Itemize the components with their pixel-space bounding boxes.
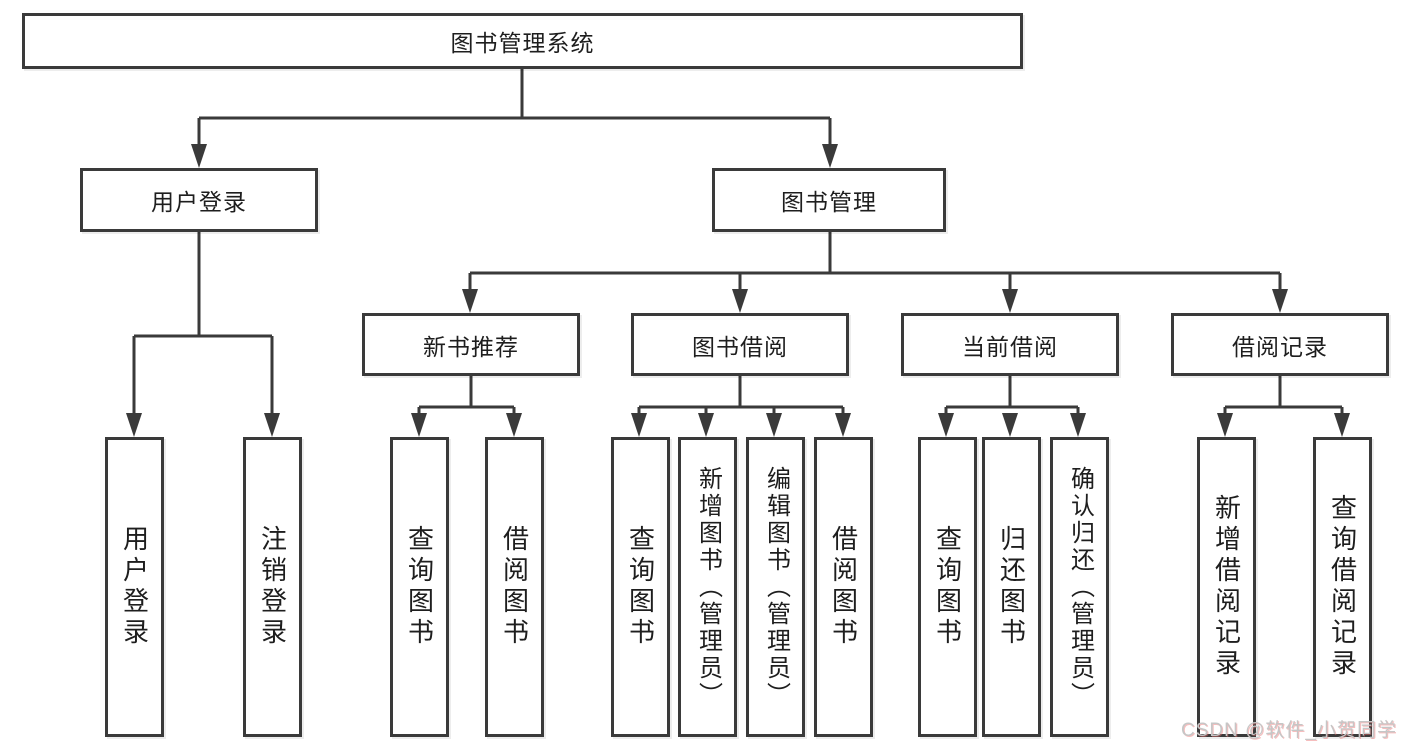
node-current-borrow: 当前借阅 [901,313,1119,376]
leaf-confirm-return-admin-label: 确认归还（管理员） [1066,465,1094,709]
leaf-add-book-admin-label: 新增图书（管理员） [694,465,722,709]
leaf-borrow-book-label: 借阅图书 [828,525,859,649]
leaf-borrow-book-recommend-label: 借阅图书 [499,525,530,649]
node-root-system: 图书管理系统 [22,13,1023,69]
leaf-logout: 注销登录 [243,437,302,737]
leaf-edit-book-admin-label: 编辑图书（管理员） [762,465,790,709]
leaf-query-borrow-record-label: 查询借阅记录 [1327,494,1358,680]
node-user-login-label: 用户登录 [151,189,247,215]
node-book-borrow: 图书借阅 [631,313,849,376]
node-book-borrow-label: 图书借阅 [692,333,788,360]
node-new-book-recommend-label: 新书推荐 [423,333,519,360]
leaf-query-book-current: 查询图书 [918,437,977,737]
leaf-logout-label: 注销登录 [257,525,288,649]
node-book-management: 图书管理 [712,168,946,232]
leaf-edit-book-admin: 编辑图书（管理员） [746,437,805,737]
leaf-query-book-borrow: 查询图书 [611,437,670,737]
node-current-borrow-label: 当前借阅 [962,333,1058,360]
node-root-label: 图书管理系统 [450,30,595,56]
node-borrow-records-label: 借阅记录 [1232,333,1328,360]
leaf-return-book: 归还图书 [982,437,1041,737]
leaf-query-book-current-label: 查询图书 [932,525,963,649]
leaf-add-borrow-record-label: 新增借阅记录 [1211,494,1242,680]
node-new-book-recommend: 新书推荐 [362,313,580,376]
node-borrow-records: 借阅记录 [1171,313,1389,376]
leaf-confirm-return-admin: 确认归还（管理员） [1050,437,1109,737]
leaf-borrow-book-recommend: 借阅图书 [485,437,544,737]
leaf-query-book-borrow-label: 查询图书 [625,525,656,649]
node-book-management-label: 图书管理 [781,189,877,215]
leaf-return-book-label: 归还图书 [996,525,1027,649]
leaf-user-login: 用户登录 [105,437,164,737]
leaf-query-book-recommend-label: 查询图书 [404,525,435,649]
node-user-login: 用户登录 [80,168,318,232]
leaf-query-book-recommend: 查询图书 [390,437,449,737]
leaf-add-book-admin: 新增图书（管理员） [678,437,737,737]
leaf-query-borrow-record: 查询借阅记录 [1313,437,1372,737]
leaf-add-borrow-record: 新增借阅记录 [1197,437,1256,737]
leaf-borrow-book: 借阅图书 [814,437,873,737]
csdn-watermark: CSDN @软件_小贺同学 [1181,720,1397,741]
leaf-user-login-label: 用户登录 [119,525,150,649]
